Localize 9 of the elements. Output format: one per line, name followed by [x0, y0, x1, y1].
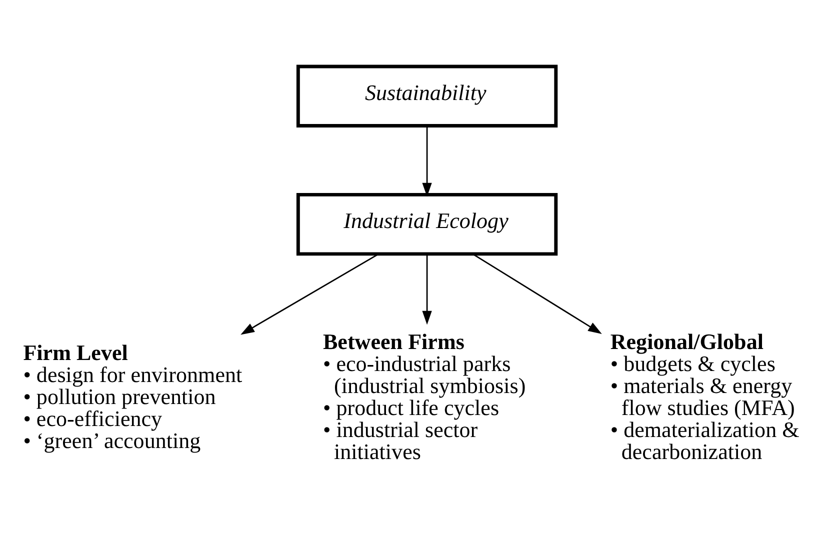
node-box: Industrial Ecology — [296, 192, 558, 256]
node-box: Sustainability — [296, 64, 558, 127]
node-text: Between Firms • eco-industrial parks (industrial symbiosis) • product life cycles • industrial sector initiatives — [322, 328, 526, 464]
node-text: Regional/Global • budgets & cycles • materials & energy flow studies (MFA) • dematerialization & decarbonization — [610, 328, 800, 464]
node-text: Firm Level • design for environment • pollution prevention • eco-efficiency • ‘green’ accounting — [23, 339, 242, 453]
arrow — [422, 125, 432, 196]
arrow — [422, 254, 432, 324]
arrow — [472, 252, 602, 334]
arrow — [240, 252, 379, 334]
